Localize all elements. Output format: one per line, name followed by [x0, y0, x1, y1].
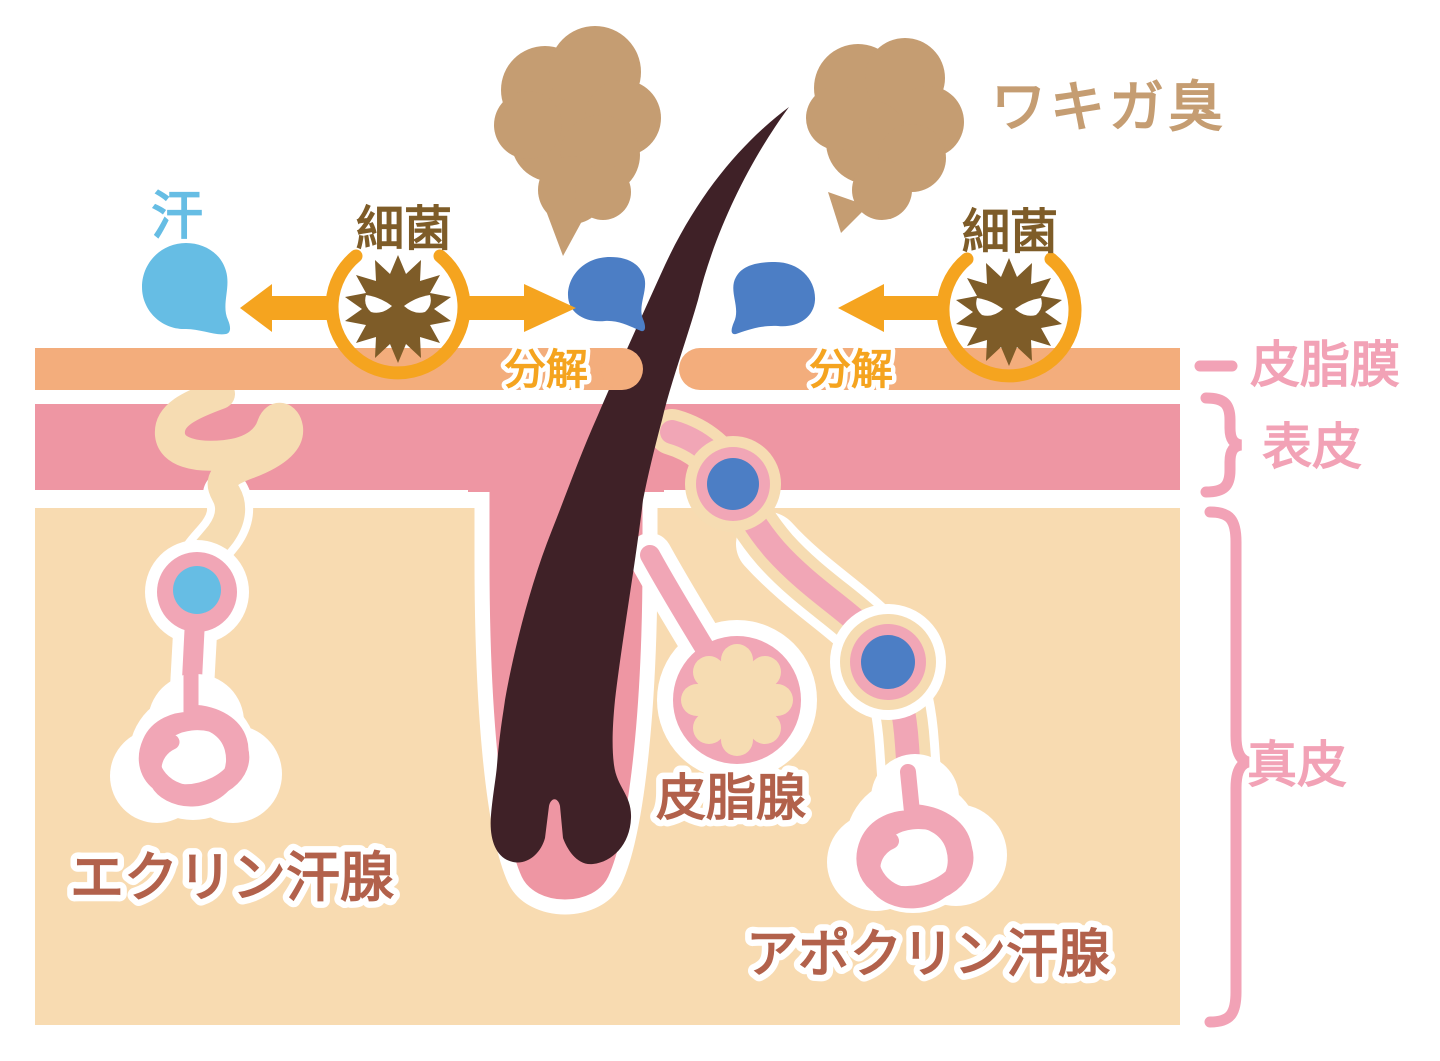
- eccrine-sweat-gland: [110, 379, 303, 823]
- eccrine-gland-label: エクリン汗腺: [70, 846, 395, 909]
- bacteria-eye-icon: [1015, 298, 1042, 316]
- decompose-label-left: 分解: [504, 345, 588, 394]
- odor-cloud-right: [806, 38, 964, 233]
- dermis-brace: [1204, 506, 1250, 1028]
- bacteria-right: [838, 252, 1082, 383]
- bacteria-eye-icon: [365, 295, 392, 313]
- eccrine-coil: [110, 660, 282, 823]
- sebaceous-lobules: [681, 644, 793, 756]
- bacteria-left: [240, 249, 576, 380]
- epidermis-brace: [1200, 392, 1243, 498]
- decompose-label-right: 分解: [809, 345, 893, 394]
- arrow-left-icon: [838, 284, 940, 332]
- eccrine-duct: [155, 379, 303, 579]
- apocrine-coil: [827, 754, 1007, 913]
- sweat-droplet: [142, 243, 231, 335]
- bacteria-icon: [956, 258, 1062, 366]
- sebaceous-gland: [628, 533, 817, 780]
- dermis-label: 真皮: [1247, 736, 1347, 794]
- sebum-film-label: 皮脂膜: [1250, 336, 1400, 394]
- bacteria-ring-icon: [325, 249, 471, 380]
- apocrine-secretion-dot-lower: [861, 635, 915, 689]
- odor-cloud-left: [494, 26, 661, 256]
- arrow-right-icon: [468, 284, 576, 332]
- bacteria-eye-icon: [404, 295, 431, 313]
- odor-droplet-right: [731, 262, 816, 335]
- hair-shaft: [490, 107, 789, 865]
- bacteria-eye-icon: [976, 298, 1003, 316]
- apocrine-secretion-dot-upper: [707, 458, 759, 510]
- epidermis-label: 表皮: [1262, 418, 1362, 476]
- apocrine-sweat-gland: [649, 409, 1007, 913]
- eccrine-sweat-dot: [173, 566, 221, 614]
- bacteria-ring-icon: [936, 252, 1082, 383]
- bacteria-label-right: 細菌: [962, 204, 1058, 260]
- odor-label: ワキガ臭: [991, 75, 1227, 139]
- arrow-left-icon: [240, 284, 328, 332]
- bacteria-icon: [345, 255, 451, 363]
- odor-droplet-left: [568, 257, 646, 332]
- sweat-label: 汗: [151, 187, 203, 247]
- apocrine-gland-label: アポクリン汗腺: [746, 925, 1111, 985]
- bacteria-label-left: 細菌: [356, 201, 452, 257]
- sebaceous-gland-label: 皮脂腺: [656, 769, 807, 827]
- layer-annotations: [1194, 360, 1250, 1028]
- sebum-film-layer: [35, 348, 1180, 390]
